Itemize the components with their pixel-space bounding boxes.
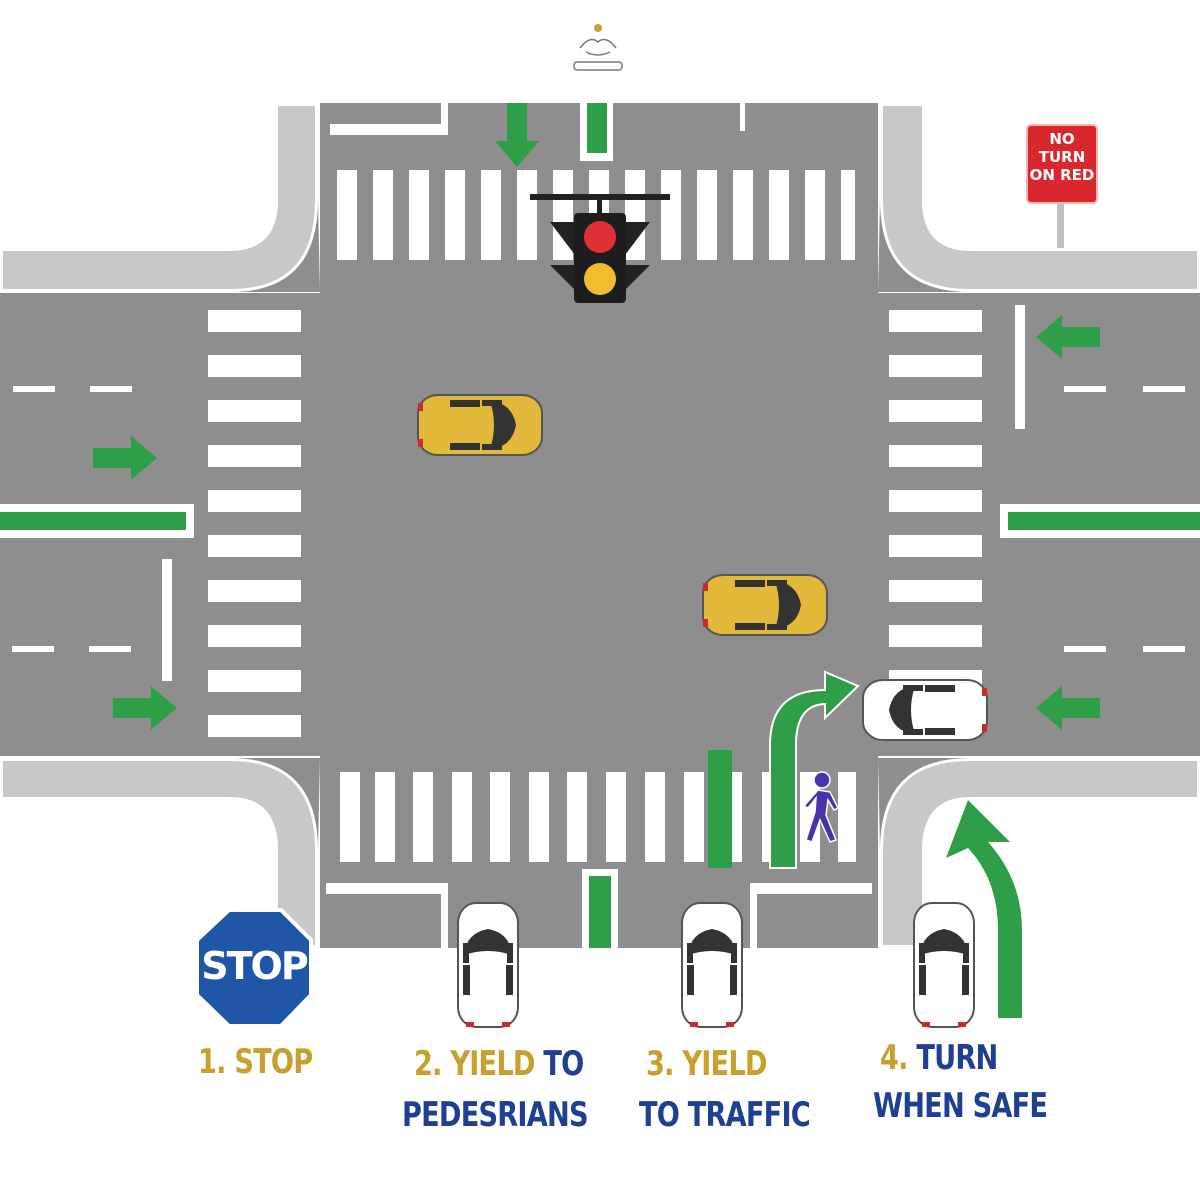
sign-line: NO	[1049, 130, 1075, 148]
green-medians	[0, 103, 1200, 948]
step-3-label: 3. YIELD	[646, 1042, 767, 1088]
step-2-label: 2. YIELD TO	[414, 1042, 584, 1088]
car-waiting-2	[681, 902, 743, 1028]
step-text: YIELD	[450, 1044, 535, 1084]
pelican-emblem-icon	[573, 24, 623, 71]
crosswalk-west	[208, 310, 301, 737]
step-2-line-2: PEDESRIANS	[402, 1095, 589, 1135]
crosswalk-east	[889, 310, 982, 692]
turn-ahead-arrow-icon	[946, 800, 1022, 1018]
step-text: TURN	[916, 1038, 998, 1078]
crosswalk-north	[337, 170, 855, 260]
step-4-label: 4. TURN	[880, 1036, 998, 1082]
lane-markings	[12, 103, 1185, 948]
step-text: STOP	[234, 1042, 313, 1082]
step-3-line-2: TO TRAFFIC	[639, 1095, 811, 1135]
step-1-label: 1. STOP	[198, 1040, 313, 1086]
no-turn-on-red-sign	[1026, 124, 1098, 248]
stop-sign-text: STOP	[201, 944, 308, 988]
crosswalk-south	[340, 772, 856, 862]
sign-line: ON RED	[1029, 166, 1095, 184]
step-text: TO	[543, 1044, 584, 1084]
right-turn-arrow-icon	[769, 670, 860, 869]
step-4-line-2: WHEN SAFE	[873, 1086, 1048, 1126]
taxi-1	[417, 394, 543, 456]
step-text: YIELD	[682, 1044, 767, 1084]
taxi-2	[702, 574, 828, 636]
step-number: 2.	[414, 1044, 442, 1084]
no-turn-on-red-text: NO TURN ON RED	[1027, 130, 1097, 184]
step-number: 3.	[646, 1044, 674, 1084]
car-waiting-1	[457, 902, 519, 1028]
pedestrian-icon	[802, 771, 840, 843]
stop-sign-octagon	[195, 908, 313, 1028]
car-turning	[862, 679, 988, 741]
sign-line: TURN	[1038, 148, 1086, 166]
red-light-icon	[584, 221, 616, 253]
car-waiting-3	[913, 902, 975, 1028]
step-number: 4.	[880, 1038, 908, 1078]
step-number: 1.	[198, 1042, 226, 1082]
amber-light-icon	[584, 263, 616, 295]
traffic-light	[530, 194, 670, 303]
